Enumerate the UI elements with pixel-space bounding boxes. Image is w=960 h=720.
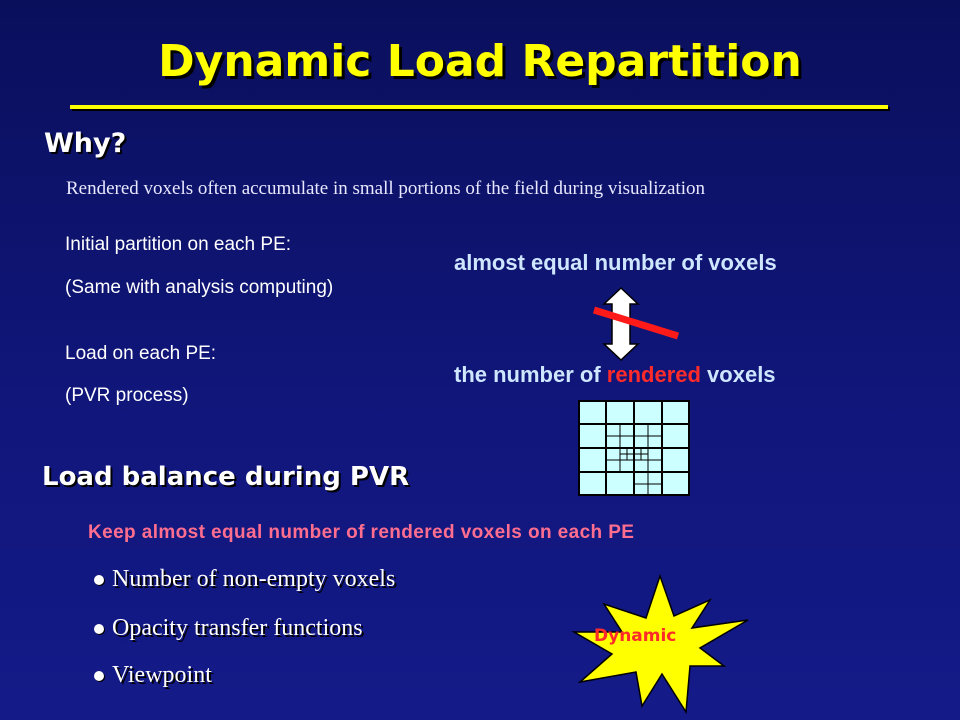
bullet-item-2: Opacity transfer functions [94,615,363,642]
load-label: Load on each PE: [65,343,217,364]
not-equal-slash [592,306,680,340]
why-heading: Why? [44,128,127,159]
load-balance-goal: Keep almost equal number of rendered vox… [88,522,635,543]
not-equal-arrow-icon [592,286,680,362]
rendered-voxels-label: the number of rendered voxels [454,362,776,388]
initial-partition-note: (Same with analysis computing) [65,277,334,298]
rendered-word: rendered [606,362,701,387]
rendered-prefix: the number of [454,362,607,387]
equal-voxels-label: almost equal number of voxels [454,250,777,275]
bullet-dot [94,624,104,635]
slide-title: Dynamic Load Repartition [158,36,802,87]
dynamic-burst-label: Dynamic [594,626,677,646]
why-reason: Rendered voxels often accumulate in smal… [66,178,705,199]
double-arrow-shape [602,286,640,362]
initial-partition-label: Initial partition on each PE: [65,234,292,255]
bullet-text: Number of non-empty voxels [112,566,396,592]
bullet-item-3: Viewpoint [94,662,212,689]
bullet-item-1: Number of non-empty voxels [94,566,395,593]
voxel-grid-icon [578,400,690,496]
title-underline [70,105,888,109]
load-balance-heading: Load balance during PVR [42,462,410,492]
dynamic-burst-shape [571,574,749,714]
rendered-suffix: voxels [700,362,776,387]
load-note: (PVR process) [65,385,189,406]
bullet-dot [94,575,104,586]
bullet-dot [94,671,104,682]
bullet-text: Viewpoint [112,662,212,688]
bullet-text: Opacity transfer functions [112,615,363,641]
